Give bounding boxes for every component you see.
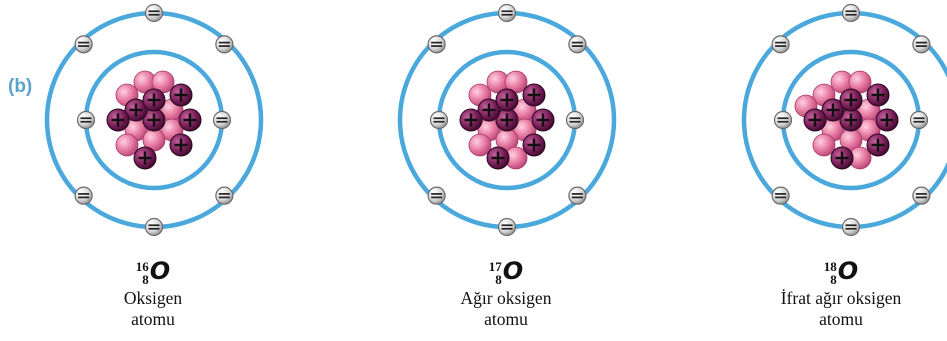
neutron — [812, 133, 836, 157]
element-symbol: O — [837, 257, 859, 285]
atom-word: atomu — [131, 309, 175, 329]
electron — [773, 110, 793, 130]
electron — [144, 3, 164, 23]
proton — [142, 108, 166, 132]
atom-diagram-oxygen-16 — [20, 0, 290, 240]
electron — [841, 3, 861, 23]
proton — [866, 133, 890, 157]
proton — [839, 88, 863, 112]
electron — [427, 35, 446, 54]
atomic-number: 8 — [495, 272, 502, 287]
atomic-number: 8 — [830, 272, 837, 287]
electron — [427, 186, 446, 205]
nucleus — [106, 70, 202, 170]
proton — [830, 146, 854, 170]
element-symbol: O — [149, 257, 171, 285]
mass-number: 17 — [488, 259, 502, 274]
electron — [144, 217, 164, 237]
atom-name: Ağır oksigen — [460, 288, 552, 308]
proton — [169, 133, 193, 157]
electron — [771, 186, 790, 205]
mass-number: 16 — [135, 259, 149, 274]
electron — [497, 3, 517, 23]
proton — [821, 98, 845, 122]
proton — [133, 146, 157, 170]
proton — [803, 108, 827, 132]
proton — [124, 98, 148, 122]
electron — [74, 186, 93, 205]
electron — [771, 35, 790, 54]
element-symbol: O — [502, 257, 524, 285]
proton — [495, 88, 519, 112]
atom-word: atomu — [484, 309, 528, 329]
atom-svg — [44, 3, 264, 237]
proton — [106, 108, 130, 132]
electron — [912, 35, 931, 54]
atomic-number: 8 — [142, 272, 149, 287]
electron — [74, 35, 93, 54]
proton — [169, 83, 193, 107]
proton — [866, 83, 890, 107]
atom-diagram-oxygen-18 — [717, 0, 947, 240]
proton — [477, 98, 501, 122]
atom-diagram-oxygen-17 — [373, 0, 643, 240]
electron — [429, 110, 449, 130]
proton — [522, 83, 546, 107]
electron — [909, 110, 929, 130]
proton — [459, 108, 483, 132]
nucleus — [794, 70, 899, 170]
proton — [142, 88, 166, 112]
atom-svg — [397, 3, 617, 237]
electron — [215, 35, 234, 54]
atom-name: Oksigen — [123, 288, 183, 308]
electron — [565, 110, 585, 130]
atom-name: İfrat ağır oksigen — [780, 288, 902, 308]
electron — [497, 217, 517, 237]
proton — [486, 146, 510, 170]
neutron — [468, 133, 492, 157]
proton — [178, 108, 202, 132]
nucleus — [459, 70, 555, 170]
proton — [531, 108, 555, 132]
electron — [76, 110, 96, 130]
atom-svg — [741, 3, 947, 237]
electron — [841, 217, 861, 237]
proton — [522, 133, 546, 157]
atom-word: atomu — [819, 309, 863, 329]
electron — [568, 35, 587, 54]
mass-number: 18 — [823, 259, 837, 274]
electron — [212, 110, 232, 130]
electron — [215, 186, 234, 205]
part-label: (b) — [8, 76, 33, 97]
proton — [875, 108, 899, 132]
electron — [568, 186, 587, 205]
neutron — [115, 133, 139, 157]
electron — [912, 186, 931, 205]
